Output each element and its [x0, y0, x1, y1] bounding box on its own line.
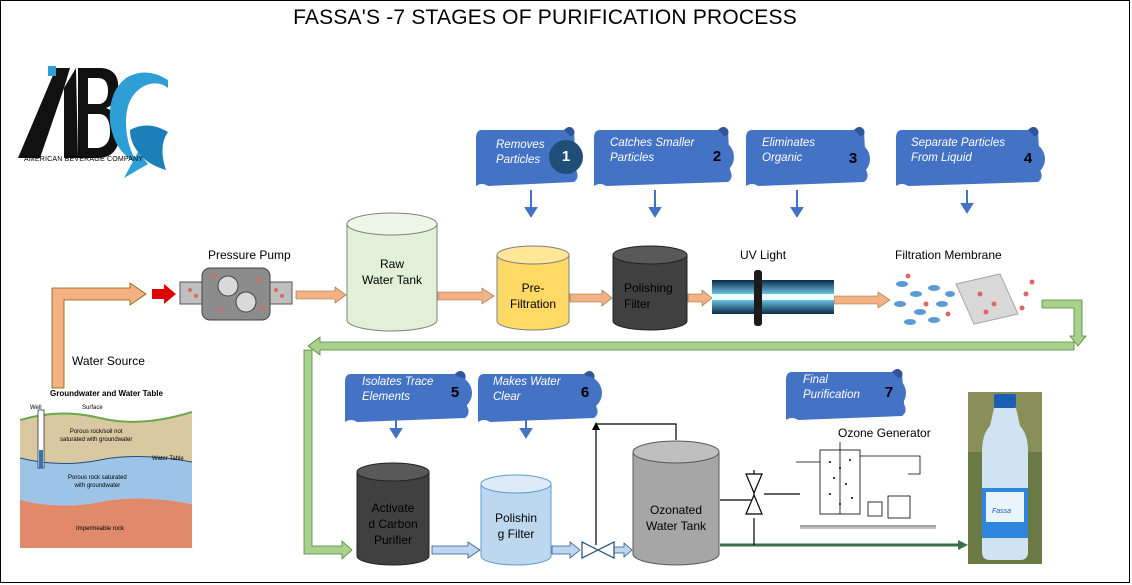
valve-vertical — [745, 473, 763, 515]
pre-filtration-tank — [496, 245, 570, 331]
stage-4-badge: 4 — [1011, 142, 1045, 176]
pipe-raw-pre — [437, 287, 495, 305]
filtration-membrane — [890, 264, 1040, 330]
gw-well: Well — [30, 405, 42, 411]
pipe-pump-raw — [295, 286, 347, 304]
polishing-filter-2 — [480, 474, 552, 566]
water-source-label: Water Source — [72, 354, 145, 368]
pipe-uv-membrane — [833, 291, 891, 309]
polishing-filter-1 — [612, 245, 688, 331]
stage-1-scroll — [476, 124, 582, 190]
logo-company-name: AMERICAN BEVERAGE COMPANY — [24, 156, 144, 163]
pipe-valve-ozone — [613, 542, 633, 558]
filtration-membrane-label: Filtration Membrane — [895, 248, 1002, 262]
pre-filtration-label: Pre-Filtration — [509, 281, 556, 311]
stage-2-badge: 2 — [700, 140, 734, 174]
ozone-generator-schematic — [796, 438, 942, 534]
gw-surface: Surface — [82, 405, 103, 411]
pump-inlet-arrow — [152, 284, 176, 304]
pipe-carbon-polish — [431, 541, 481, 559]
uv-light-label: UV Light — [740, 248, 787, 262]
carbon-purifier — [356, 462, 430, 566]
stage-6-badge: 6 — [568, 376, 602, 410]
recirculation-loop — [595, 423, 677, 545]
page-title: FASSA'S -7 STAGES OF PURIFICATION PROCES… — [293, 6, 797, 29]
pipe-green-down — [303, 349, 353, 560]
gw-impermeable: Impermeable rock — [76, 526, 125, 532]
gw-water-table: Water Table — [152, 456, 184, 462]
ozone-generator-label: Ozone Generator — [838, 426, 931, 440]
stage-5-badge: 5 — [438, 376, 472, 410]
raw-water-tank — [346, 212, 438, 332]
pipe-polish-valve — [551, 541, 581, 559]
stage-7-badge: 7 — [872, 376, 906, 410]
pipe-pre-polish — [569, 289, 613, 307]
pipe-green-top-run — [307, 336, 1075, 356]
groundwater-diagram — [19, 402, 193, 548]
groundwater-title: Groundwater and Water Table — [50, 389, 163, 398]
valve-horizontal — [581, 541, 615, 559]
stage-4-scroll — [896, 124, 1046, 190]
stage-2-scroll — [594, 124, 736, 190]
stage-1-badge: 1 — [549, 140, 583, 174]
stage-3-scroll — [746, 124, 872, 190]
pipe-green-return — [1041, 299, 1087, 347]
stage-3-badge: 3 — [836, 142, 870, 176]
bottle-photo — [968, 392, 1042, 564]
pressure-pump-label: Pressure Pump — [208, 248, 291, 262]
water-source-pipe — [51, 282, 147, 389]
bottle-label-text: Fassa — [992, 508, 1012, 515]
ozonated-water-tank — [632, 440, 720, 566]
uv-light-unit — [712, 266, 834, 328]
abc-logo — [18, 60, 188, 185]
pressure-pump — [176, 262, 296, 328]
pipe-polish-uv — [687, 289, 713, 307]
